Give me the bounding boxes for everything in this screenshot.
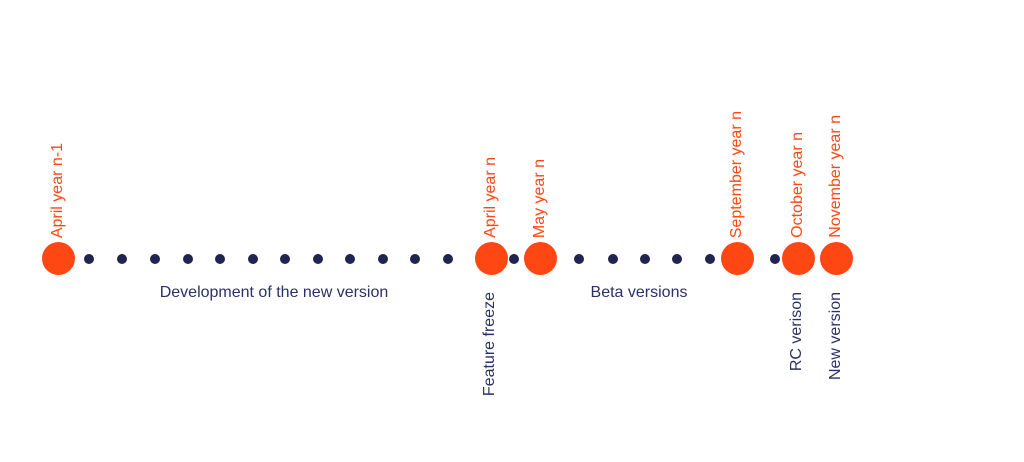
timeline-small-dot: [280, 254, 290, 264]
timeline-small-dot: [410, 254, 420, 264]
milestone-label: April year n: [482, 157, 500, 238]
timeline-small-dot: [509, 254, 519, 264]
milestone-label: November year n: [827, 115, 845, 238]
timeline-small-dot: [345, 254, 355, 264]
milestone-dot: [819, 242, 853, 275]
milestone-dot: [781, 242, 815, 275]
phase-label: Feature freeze: [481, 292, 499, 397]
milestone-dot: [720, 242, 754, 275]
timeline-small-dot: [84, 254, 94, 264]
timeline-small-dot: [313, 254, 323, 264]
timeline-small-dot: [183, 254, 193, 264]
timeline-small-dot: [574, 254, 584, 264]
milestone-label: October year n: [789, 132, 807, 238]
milestone-dot: [474, 242, 508, 275]
phase-label: Development of the new version: [159, 284, 389, 301]
phase-label: New version: [827, 292, 845, 381]
phase-label: Beta versions: [590, 284, 688, 301]
milestone-label: April year n-1: [49, 142, 67, 238]
milestone-label: September year n: [728, 110, 746, 238]
timeline-small-dot: [150, 254, 160, 264]
timeline-small-dot: [640, 254, 650, 264]
milestone-dot: [41, 242, 75, 275]
timeline-small-dot: [215, 254, 225, 264]
timeline-small-dot: [672, 254, 682, 264]
timeline-small-dot: [443, 254, 453, 264]
timeline-small-dot: [248, 254, 258, 264]
phase-label: RC verison: [788, 292, 806, 372]
timeline-small-dot: [378, 254, 388, 264]
milestone-label: May year n: [531, 158, 549, 238]
timeline-small-dot: [608, 254, 618, 264]
timeline-small-dot: [117, 254, 127, 264]
timeline-small-dot: [770, 254, 780, 264]
timeline-small-dot: [705, 254, 715, 264]
milestone-dot: [523, 242, 557, 275]
